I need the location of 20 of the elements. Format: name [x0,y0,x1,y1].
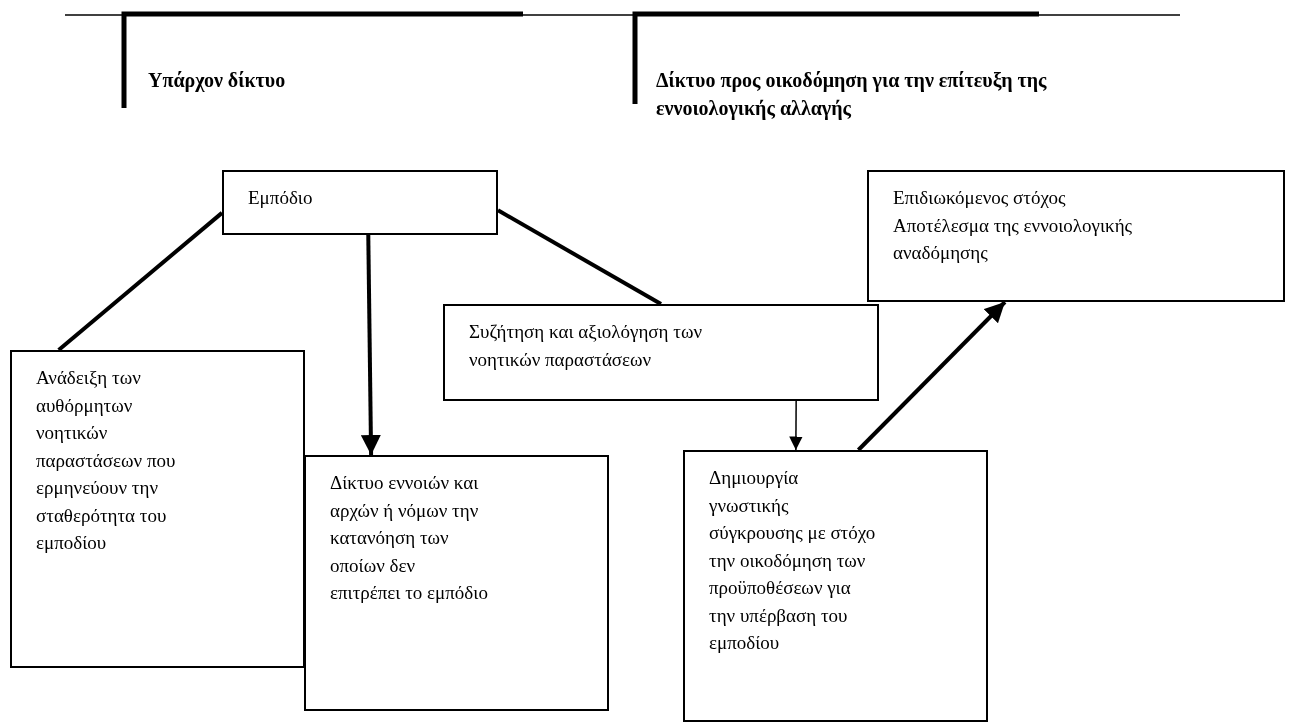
section-heading: Δίκτυο προς οικοδόμηση για την επίτευξη της εννοιολογικής αλλαγής [656,68,1048,122]
process-box [683,450,988,722]
box-text: Επιδιωκόμενος στόχος [893,186,1067,210]
section-heading: Υπάρχον δίκτυο [148,68,287,94]
box-text: Αποτέλεσμα της εννοιολογικής αναδόμησης [893,213,1134,265]
box-text: Δίκτυο εννοιών και αρχών ή νόμων την κατανόηση των οποίων δεν επιτρέπει το εμπόδιο [330,471,489,605]
box-text: Δημιουργία γνωστικής σύγκρουσης με στόχο την οικοδόμηση των προϋποθέσεων για την υπέρβαση του εμποδίου [709,466,877,655]
box-text: Ανάδειξη των αυθόρμητων νοητικών παραστάσεων που ερμηνεύουν την σταθερότητα του εμποδίου [36,366,177,555]
arrow [789,400,803,451]
arrow [360,234,381,456]
connector-line [497,208,662,306]
process-box [10,350,305,668]
process-box [867,170,1285,302]
process-box [443,304,879,401]
connector-line [57,211,224,352]
box-text: Εμπόδιο [248,186,314,210]
arrow [856,300,1007,452]
process-box [222,170,498,235]
box-text: Συζήτηση και αξιολόγηση των νοητικών παραστάσεων [469,320,703,372]
process-box [304,455,609,711]
